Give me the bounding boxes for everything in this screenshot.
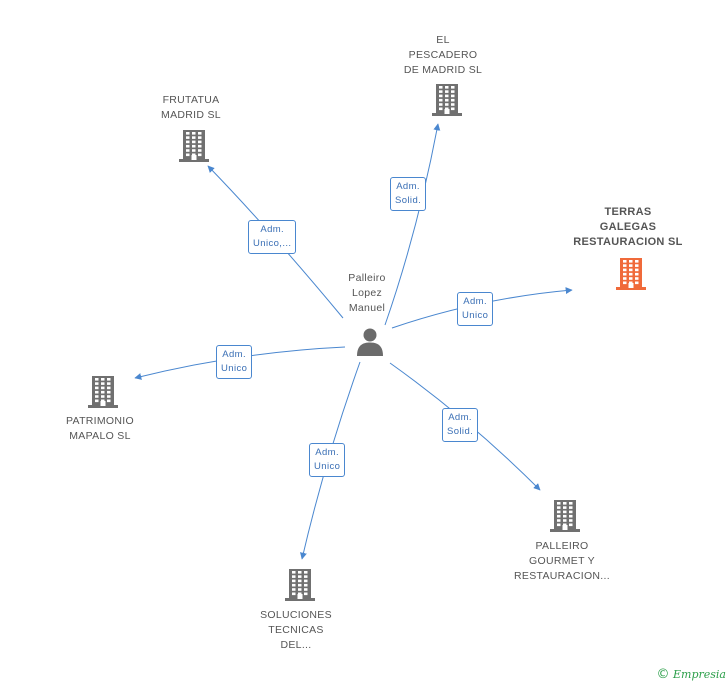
edge-pescadero [384, 123, 441, 326]
building-icon[interactable] [430, 83, 464, 117]
company-label-pescadero[interactable]: EL PESCADERO DE MADRID SL [403, 34, 483, 76]
person-icon[interactable] [355, 326, 385, 356]
brand-logo: Empresia [673, 668, 726, 681]
company-label-patrimonio[interactable]: PATRIMONIO MAPALO SL [66, 415, 134, 442]
role-badge-terras[interactable]: Adm. Unico [457, 292, 494, 326]
building-icon[interactable] [86, 375, 120, 409]
company-label-soluciones[interactable]: SOLUCIONES TECNICAS DEL... [260, 609, 332, 651]
role-badge-frutatua[interactable]: Adm. Unico,... [248, 220, 297, 254]
building-icon[interactable] [283, 568, 317, 602]
role-badge-pescadero[interactable]: Adm. Solid. [390, 177, 427, 211]
role-badge-soluciones[interactable]: Adm. Unico [309, 443, 346, 477]
company-label-frutatua[interactable]: FRUTATUA MADRID SL [161, 94, 221, 121]
role-badge-patrimonio[interactable]: Adm. Unico [216, 345, 253, 379]
building-icon[interactable] [614, 257, 648, 291]
company-label-palleiro[interactable]: PALLEIRO GOURMET Y RESTAURACION... [514, 540, 610, 582]
building-icon[interactable] [548, 499, 582, 533]
company-label-terras[interactable]: TERRAS GALEGAS RESTAURACION SL [573, 206, 683, 248]
role-badge-palleiro[interactable]: Adm. Solid. [442, 408, 479, 442]
building-icon[interactable] [177, 129, 211, 163]
copyright-icon: © [656, 667, 670, 682]
brand-footer[interactable]: © Empresia [657, 667, 727, 682]
center-person-label: Palleiro Lopez Manuel [348, 272, 386, 314]
